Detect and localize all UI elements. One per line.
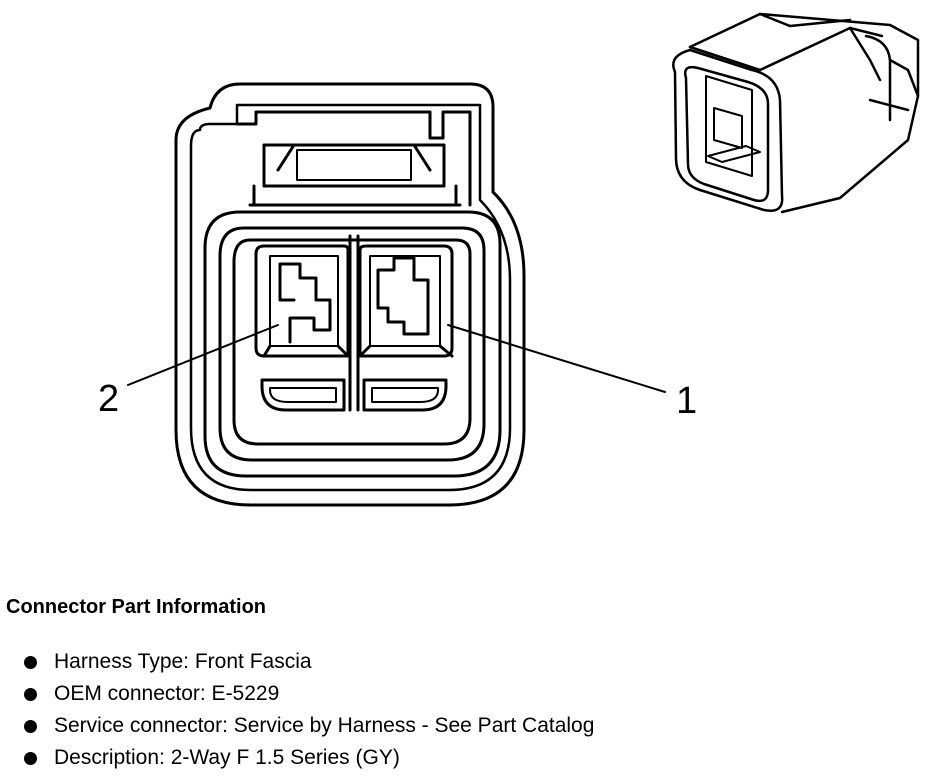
bullet-icon: [24, 688, 37, 701]
info-item-harness-type: Harness Type: Front Fascia: [6, 646, 906, 678]
info-list: Harness Type: Front Fascia OEM connector…: [6, 646, 906, 774]
pin-1-label: 1: [676, 380, 698, 422]
info-item-text: Harness Type: Front Fascia: [54, 650, 312, 673]
pin-2-leader-line: [127, 324, 279, 386]
info-title: Connector Part Information: [6, 596, 267, 618]
connector-face-view: [127, 82, 666, 507]
info-item-text: OEM connector: E-5229: [54, 682, 280, 705]
info-item-oem-connector: OEM connector: E-5229: [6, 678, 906, 710]
bullet-icon: [24, 752, 37, 765]
info-item-service-connector: Service connector: Service by Harness - …: [6, 710, 906, 742]
connector-part-information: Connector Part Information Harness Type:…: [6, 594, 906, 774]
pin-1-leader-line: [447, 324, 666, 393]
bullet-icon: [24, 656, 37, 669]
connector-diagram: [127, 12, 920, 507]
bullet-icon: [24, 720, 37, 733]
pin-2-label: 2: [98, 378, 120, 420]
info-item-description: Description: 2-Way F 1.5 Series (GY): [6, 742, 906, 774]
info-item-text: Description: 2-Way F 1.5 Series (GY): [54, 746, 400, 769]
connector-isometric-view: [672, 12, 920, 214]
info-item-text: Service connector: Service by Harness - …: [54, 714, 595, 737]
